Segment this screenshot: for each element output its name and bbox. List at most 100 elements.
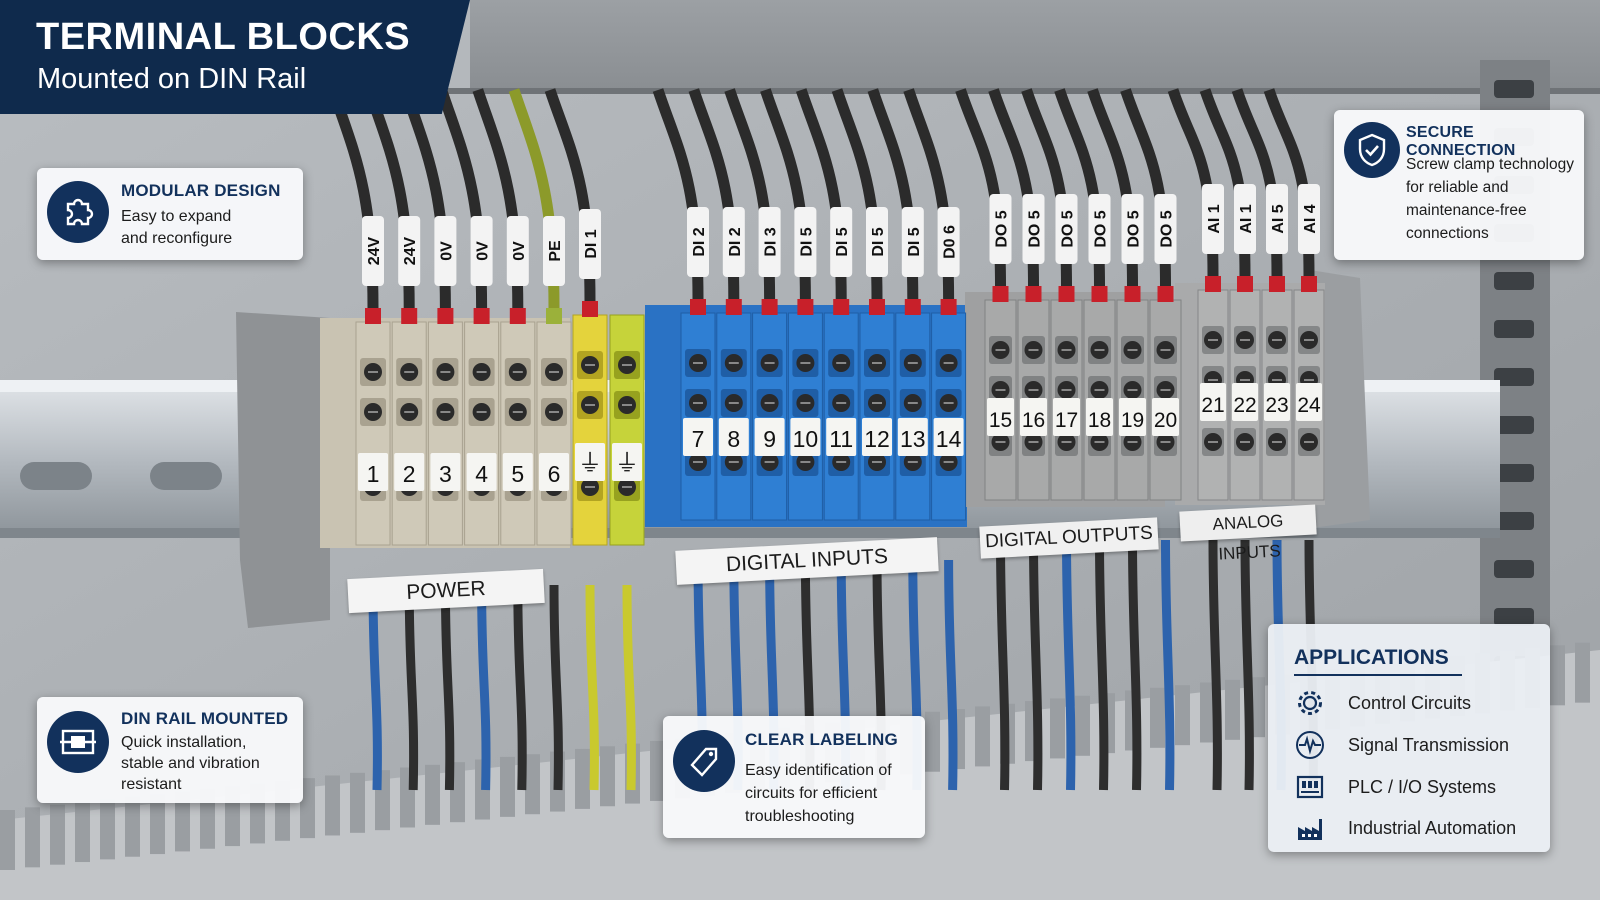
wire-marker (989, 194, 1012, 264)
ferrule (833, 299, 850, 315)
wire-marker-text: 24V (402, 236, 419, 265)
duct-slot (1575, 642, 1590, 703)
ferrule (365, 308, 381, 324)
number-tag (612, 443, 642, 481)
wire-marker (1266, 184, 1288, 254)
terminal-block (464, 321, 500, 546)
number-tag (1020, 398, 1047, 436)
card-text-line: troubleshooting (745, 808, 855, 825)
ferrule (1091, 286, 1108, 302)
terminal-number: 14 (936, 426, 962, 452)
wire (1029, 539, 1043, 791)
terminal-number: 18 (1088, 409, 1111, 432)
wire-marker (937, 207, 960, 277)
terminal-number: 20 (1154, 409, 1177, 432)
wire-marker (362, 216, 384, 286)
wire-marker-text: DI 2 (691, 227, 708, 256)
ferrule (1025, 286, 1042, 302)
wire-marker-text: DI 2 (727, 227, 744, 256)
wire-marker (398, 216, 421, 286)
ferrule (904, 299, 921, 315)
card-clear-labeling: CLEAR LABELING Easy identification of ci… (663, 716, 925, 838)
wire-marker-text: AI 4 (1302, 204, 1319, 233)
ferrule (797, 299, 814, 315)
card-secure-connection: SECURE CONNECTION Screw clamp technology… (1334, 110, 1584, 260)
wire-marker-text: AI 1 (1206, 204, 1223, 233)
number-tag (683, 418, 713, 456)
application-label: Control Circuits (1348, 692, 1472, 713)
applications-divider (1294, 674, 1462, 676)
ferrule (582, 301, 598, 317)
page-title: TERMINAL BLOCKS (36, 16, 411, 58)
duct-slot (1550, 645, 1565, 706)
wire-marker (758, 207, 781, 277)
wire-marker (1022, 194, 1045, 264)
terminal-block (427, 321, 463, 546)
ferrule (992, 286, 1009, 302)
wire (1208, 539, 1222, 791)
card-title: MODULAR DESIGN (121, 181, 281, 200)
duct-slot (925, 711, 940, 772)
duct-slot (1150, 687, 1165, 748)
ground-symbol: ⏚ (615, 449, 639, 477)
duct-slot (525, 754, 540, 815)
wire-marker-text: 24V (366, 236, 383, 265)
duct-slot (200, 788, 215, 849)
wire-marker-text: DO 5 (1060, 210, 1077, 247)
waveform-icon (1294, 729, 1326, 761)
wire (440, 584, 455, 791)
number-tag (790, 418, 821, 456)
card-text-line: circuits for efficient (745, 785, 878, 802)
number-tag (1296, 383, 1322, 421)
terminal-number: 8 (727, 426, 740, 452)
number-tag (430, 453, 461, 491)
frame-slot (1494, 80, 1534, 98)
card-modular-design: MODULAR DESIGN Easy to expand and reconf… (37, 168, 303, 260)
wire-marker (579, 209, 601, 279)
card-din-rail-mounted: DIN RAIL MOUNTED Quick installation, sta… (37, 697, 303, 803)
terminal-number: 23 (1265, 394, 1288, 417)
number-tag (502, 453, 533, 491)
wire-marker (470, 216, 493, 286)
card-text-line: Easy to expand (121, 208, 232, 225)
frame-slot (1494, 560, 1534, 578)
terminal-number: 3 (439, 461, 452, 487)
duct-slot (350, 772, 365, 833)
application-item: PLC / I/O Systems (1294, 770, 1496, 804)
applications-title: APPLICATIONS (1294, 646, 1449, 669)
wire-marker-text: 0V (475, 241, 492, 261)
terminal-number: 15 (989, 409, 1012, 432)
duct-slot (75, 802, 90, 863)
duct-slot (300, 778, 315, 839)
terminal-block (355, 321, 391, 546)
frame-slot (1494, 608, 1534, 626)
terminal-number: 4 (475, 461, 488, 487)
ferrule (690, 299, 706, 315)
wire-marker-text: DI 5 (906, 227, 923, 256)
number-tag (718, 418, 749, 456)
duct-slot (100, 799, 115, 860)
shield-check-icon (1344, 122, 1400, 178)
duct-slot (575, 748, 590, 809)
gear-icon (1294, 687, 1326, 719)
duct-slot (500, 756, 515, 817)
ferrule (725, 299, 742, 315)
wire-marker (830, 207, 853, 277)
wire-marker-text: 0V (511, 241, 528, 261)
frame-slot (1494, 320, 1534, 338)
card-text-line: Quick installation, (121, 734, 247, 751)
duct-slot (1050, 698, 1065, 759)
terminal-number: 21 (1201, 394, 1224, 417)
ferrule (1269, 276, 1285, 292)
application-label: Industrial Automation (1348, 817, 1517, 838)
ferrule (1157, 286, 1174, 302)
card-text-line: connections (1406, 225, 1489, 242)
duct-slot (1175, 685, 1190, 746)
number-tag (1053, 398, 1080, 436)
wire (622, 584, 636, 791)
number-tag (826, 418, 857, 456)
factory-icon (1294, 812, 1326, 844)
terminal-number: 9 (763, 426, 776, 452)
card-title: DIN RAIL MOUNTED (121, 709, 289, 728)
